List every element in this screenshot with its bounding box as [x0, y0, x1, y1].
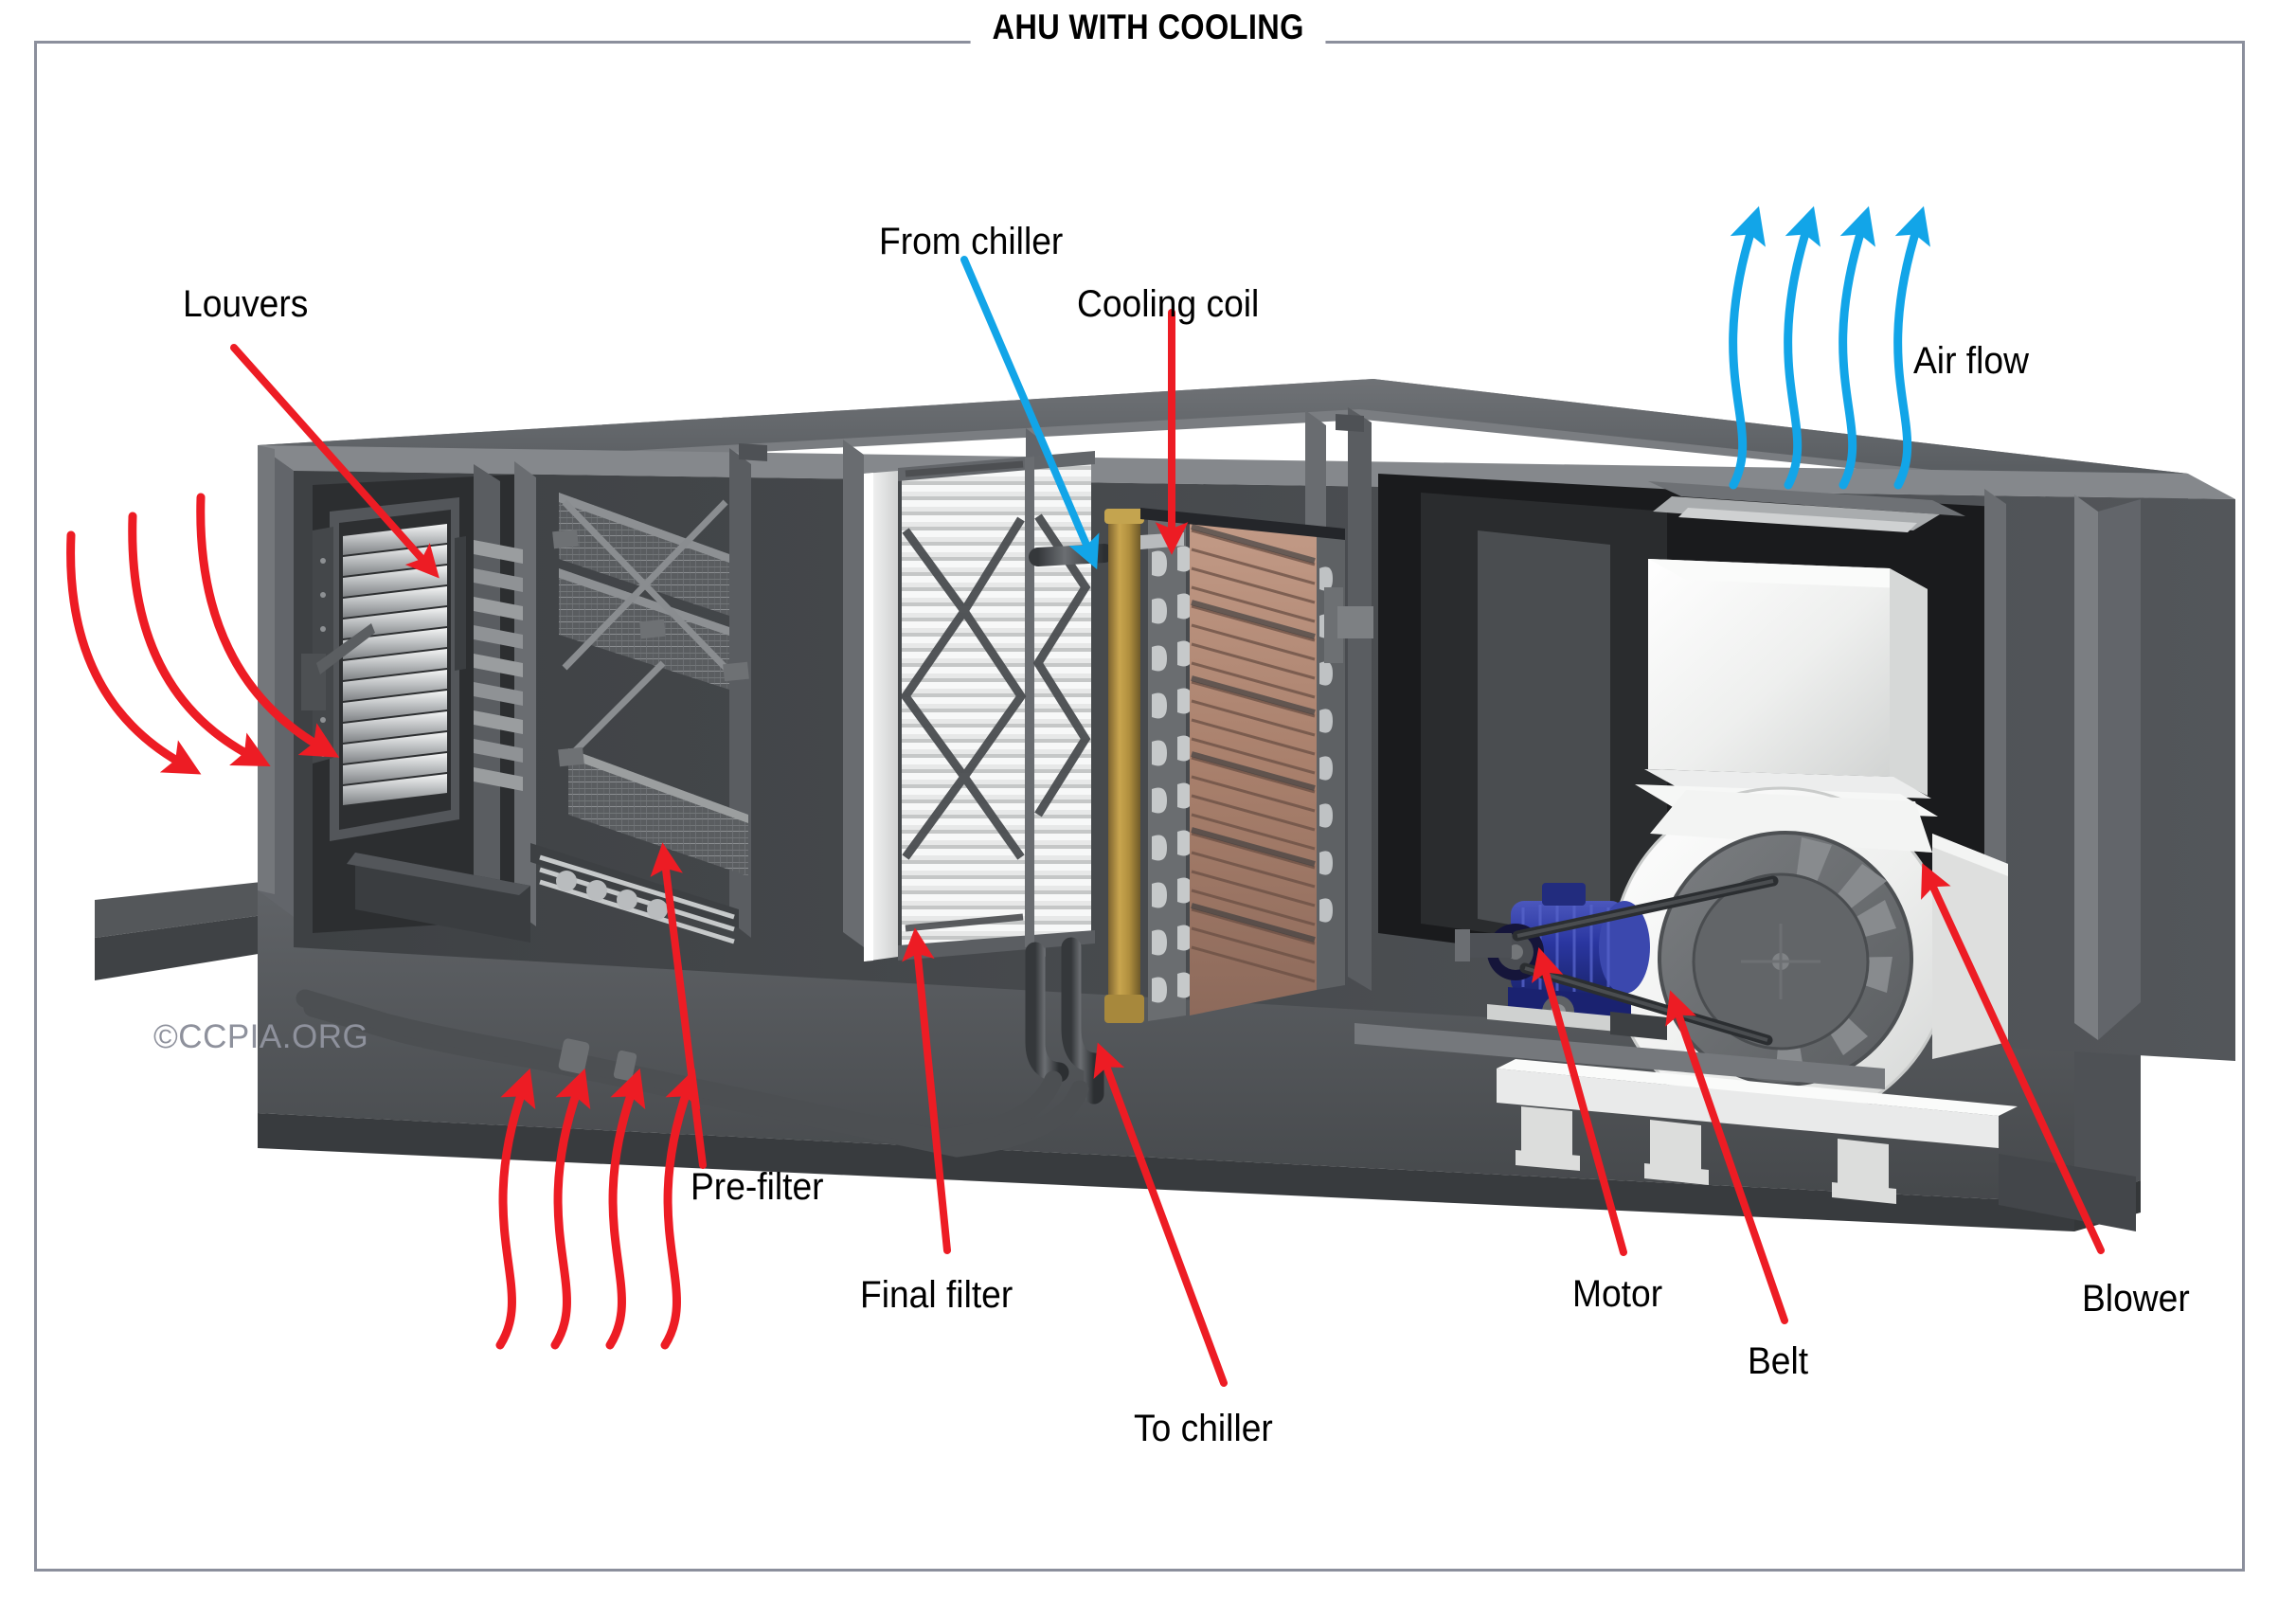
leader-belt — [1665, 990, 1788, 1324]
leader-final-filter — [902, 927, 951, 1254]
leader-pre-filter — [650, 842, 707, 1169]
label-louvers: Louvers — [183, 283, 309, 325]
page-title: AHU WITH COOLING — [970, 8, 1326, 47]
intake-airflow-arrows-bottom — [495, 1068, 701, 1350]
leader-from-chiller — [960, 256, 1100, 570]
label-from-chiller: From chiller — [879, 221, 1064, 262]
leader-blower — [1921, 863, 2105, 1254]
leader-to-chiller — [1093, 1042, 1228, 1387]
label-to-chiller: To chiller — [1134, 1408, 1273, 1449]
intake-airflow-arrows-left — [66, 493, 340, 775]
cooling-coil-assembly — [1104, 508, 1373, 1023]
label-pre-filter: Pre-filter — [691, 1166, 824, 1208]
copyright-watermark: ©CCPIA.ORG — [153, 1018, 369, 1055]
label-air-flow: Air flow — [1913, 340, 2029, 382]
label-blower: Blower — [2082, 1278, 2190, 1320]
label-belt: Belt — [1748, 1340, 1809, 1382]
leader-louvers — [230, 344, 439, 579]
label-motor: Motor — [1572, 1273, 1663, 1315]
supply-airflow-arrows — [1729, 206, 1930, 490]
diagram-title-container: AHU WITH COOLING — [0, 8, 2296, 47]
final-filter-assembly — [864, 451, 1095, 961]
label-final-filter: Final filter — [860, 1274, 1013, 1316]
pre-filter-assembly — [347, 493, 749, 944]
louver-assembly — [301, 497, 523, 841]
label-cooling-coil: Cooling coil — [1077, 283, 1260, 325]
leader-motor — [1532, 946, 1627, 1256]
